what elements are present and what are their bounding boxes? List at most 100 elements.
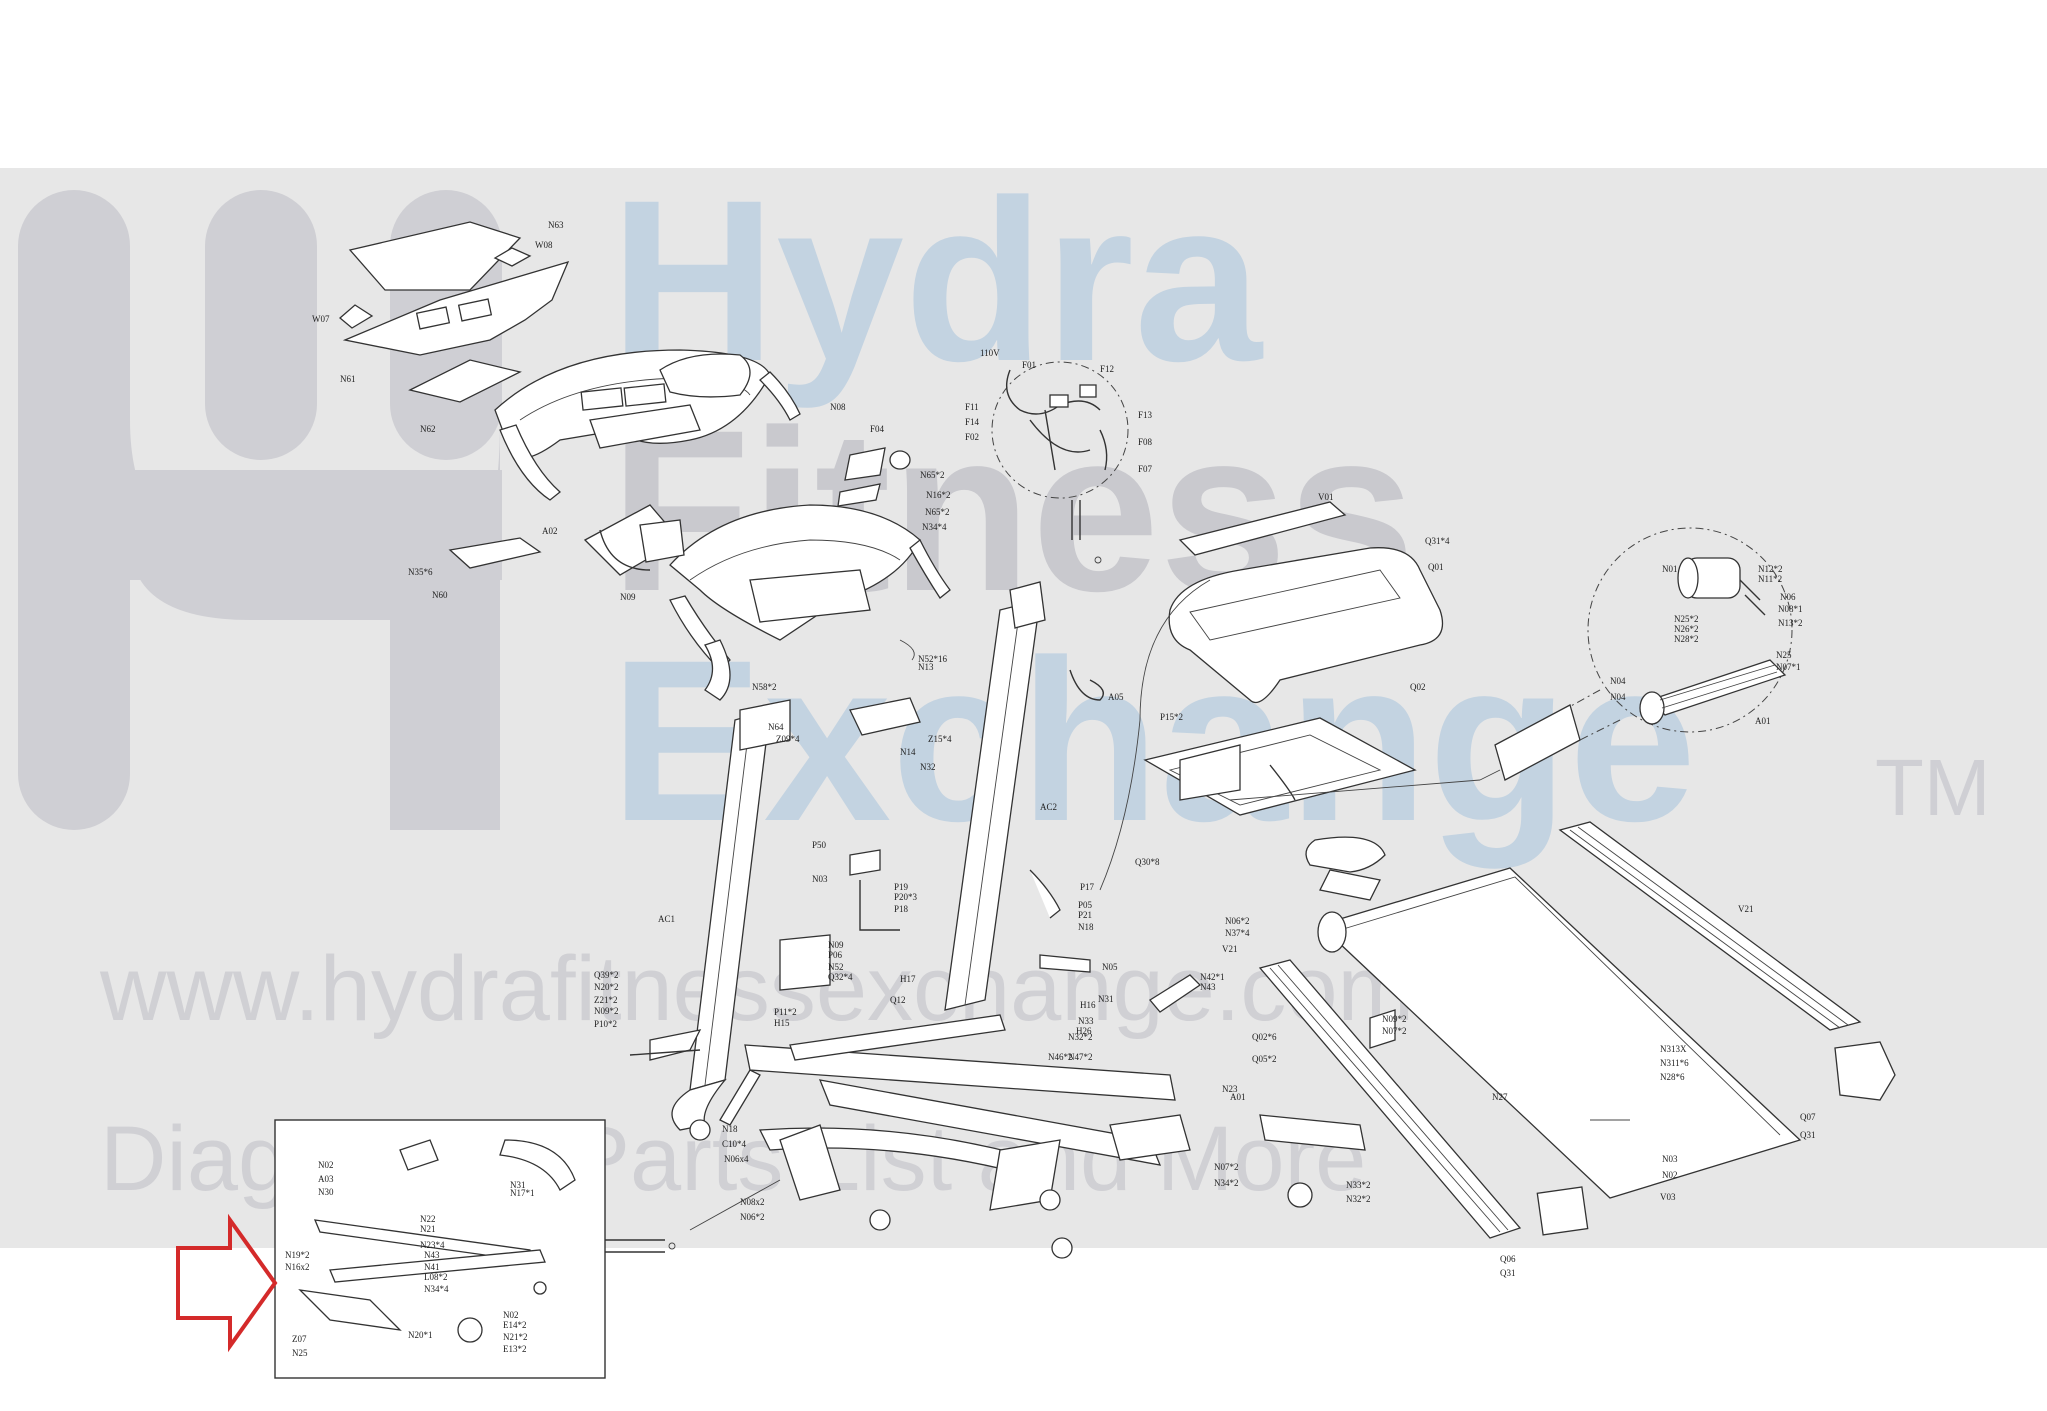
part-label-frame: N43: [1200, 982, 1216, 992]
part-label-frame: H15: [774, 1018, 790, 1028]
part-label-console: N35*6: [408, 567, 433, 577]
part-label-motor_cover: Q01: [1428, 562, 1444, 572]
part-label-frame: P11*2: [774, 1007, 797, 1017]
part-label-frame: H17: [900, 974, 916, 984]
part-label-frame: Z21*2: [594, 995, 618, 1005]
part-label-inset: Z07: [292, 1334, 307, 1344]
part-label-frame: P17: [1080, 882, 1095, 892]
part-label-console: W07: [312, 314, 330, 324]
part-label-wiring: F12: [1100, 364, 1114, 374]
part-label-inset: N21*2: [503, 1332, 528, 1342]
part-label-console: N34*4: [922, 522, 947, 532]
part-label-frame: H16: [1080, 1000, 1096, 1010]
part-label-console: N64: [768, 722, 784, 732]
part-label-motor_detail: N25: [1776, 650, 1792, 660]
part-label-deck: Q05*2: [1252, 1054, 1277, 1064]
watermark-logo-icon: [18, 190, 502, 830]
part-label-inset: N34*4: [424, 1284, 449, 1294]
part-label-inset: N25: [292, 1348, 308, 1358]
part-label-inset: E14*2: [503, 1320, 527, 1330]
part-label-console: N32: [920, 762, 936, 772]
part-label-motor_detail: N26*2: [1674, 624, 1699, 634]
part-label-motor_detail: N08*1: [1778, 604, 1803, 614]
part-label-motor_detail: N06: [1780, 592, 1796, 602]
part-label-frame: P18: [894, 904, 909, 914]
part-label-frame: N32*2: [1068, 1032, 1093, 1042]
part-label-console: A02: [542, 526, 558, 536]
part-label-inset: A03: [318, 1174, 334, 1184]
motor-detail: [1494, 527, 1793, 781]
part-label-deck: N03: [1662, 1154, 1678, 1164]
part-label-wiring: F01: [1022, 360, 1036, 370]
part-label-frame: N18: [1078, 922, 1094, 932]
part-label-frame: N33: [1078, 1016, 1094, 1026]
leader-lines: [689, 579, 1630, 1231]
part-label-wiring: 110V: [980, 348, 1000, 358]
part-label-inset: N17*1: [510, 1188, 535, 1198]
part-label-motor_detail: N25*2: [1674, 614, 1699, 624]
part-label-wiring: F13: [1138, 410, 1153, 420]
part-label-console: Z15*4: [928, 734, 952, 744]
part-label-deck: N313X: [1660, 1044, 1687, 1054]
part-label-inset: N23*4: [420, 1240, 445, 1250]
part-label-frame: P21: [1078, 910, 1092, 920]
deck-assembly: [1258, 821, 1896, 1239]
part-label-motor_cover: Q02: [1410, 682, 1426, 692]
part-label-frame: N31: [1098, 994, 1114, 1004]
part-label-inset: N30: [318, 1187, 334, 1197]
part-label-motor_cover: P15*2: [1160, 712, 1183, 722]
part-label-motor_cover: V01: [1318, 492, 1334, 502]
wiring-detail: [991, 361, 1129, 564]
part-label-deck: N37*4: [1225, 928, 1250, 938]
part-label-frame: N20*2: [594, 982, 619, 992]
part-label-motor_detail: N04: [1610, 692, 1626, 702]
part-label-motor_detail: N11*2: [1758, 574, 1782, 584]
part-label-frame: H26: [1076, 1026, 1092, 1036]
part-label-inset: N19*2: [285, 1250, 310, 1260]
part-label-frame: AC1: [658, 914, 675, 924]
part-label-console: Z09*4: [776, 734, 800, 744]
part-label-frame: N06x4: [724, 1154, 749, 1164]
part-label-inset: N31: [510, 1180, 526, 1190]
part-label-deck: V21: [1222, 944, 1238, 954]
part-label-frame: N09: [828, 940, 844, 950]
part-label-frame: N06*2: [740, 1212, 765, 1222]
watermark-url: www.hydrafitnessexchange.com: [99, 938, 1414, 1040]
part-label-inset: N02: [503, 1310, 519, 1320]
part-label-motor_detail: N04: [1610, 676, 1626, 686]
part-label-frame: N46*2: [1048, 1052, 1073, 1062]
part-label-console: N62: [420, 424, 436, 434]
part-label-frame: N07*2: [1214, 1162, 1239, 1172]
part-label-frame: A01: [1230, 1092, 1246, 1102]
motor-cover-assembly: [1069, 501, 1444, 816]
part-label-frame: N42*1: [1200, 972, 1225, 982]
part-label-deck: N27: [1492, 1092, 1508, 1102]
part-label-frame: N34*2: [1214, 1178, 1239, 1188]
part-label-deck: Q02*6: [1252, 1032, 1277, 1042]
part-label-deck: N28*6: [1660, 1072, 1685, 1082]
part-label-deck: Q07: [1800, 1112, 1816, 1122]
part-label-frame: P19: [894, 882, 909, 892]
part-label-frame: N47*2: [1068, 1052, 1093, 1062]
part-label-frame: N52: [828, 962, 844, 972]
part-label-frame: N18: [722, 1124, 738, 1134]
part-label-console: F04: [870, 424, 885, 434]
part-label-motor_cover: Q30*8: [1135, 857, 1160, 867]
part-label-console: N09: [620, 592, 636, 602]
part-label-frame: P50: [812, 840, 827, 850]
part-label-frame: N32*2: [1346, 1194, 1371, 1204]
part-label-deck: N07*2: [1382, 1026, 1407, 1036]
part-label-motor_cover: Q31*4: [1425, 536, 1450, 546]
part-label-frame: N33*2: [1346, 1180, 1371, 1190]
part-label-wiring: F08: [1138, 437, 1153, 447]
part-label-frame: Q39*2: [594, 970, 619, 980]
part-label-motor_detail: N12*2: [1758, 564, 1783, 574]
part-label-frame: C10*4: [722, 1139, 747, 1149]
red-arrow-icon: [176, 1213, 278, 1353]
part-label-console: N65*2: [925, 507, 950, 517]
part-label-console: N52*16: [918, 654, 947, 664]
part-label-deck: V03: [1660, 1192, 1676, 1202]
part-label-console: N13: [918, 662, 934, 672]
part-label-wiring: F14: [965, 417, 980, 427]
